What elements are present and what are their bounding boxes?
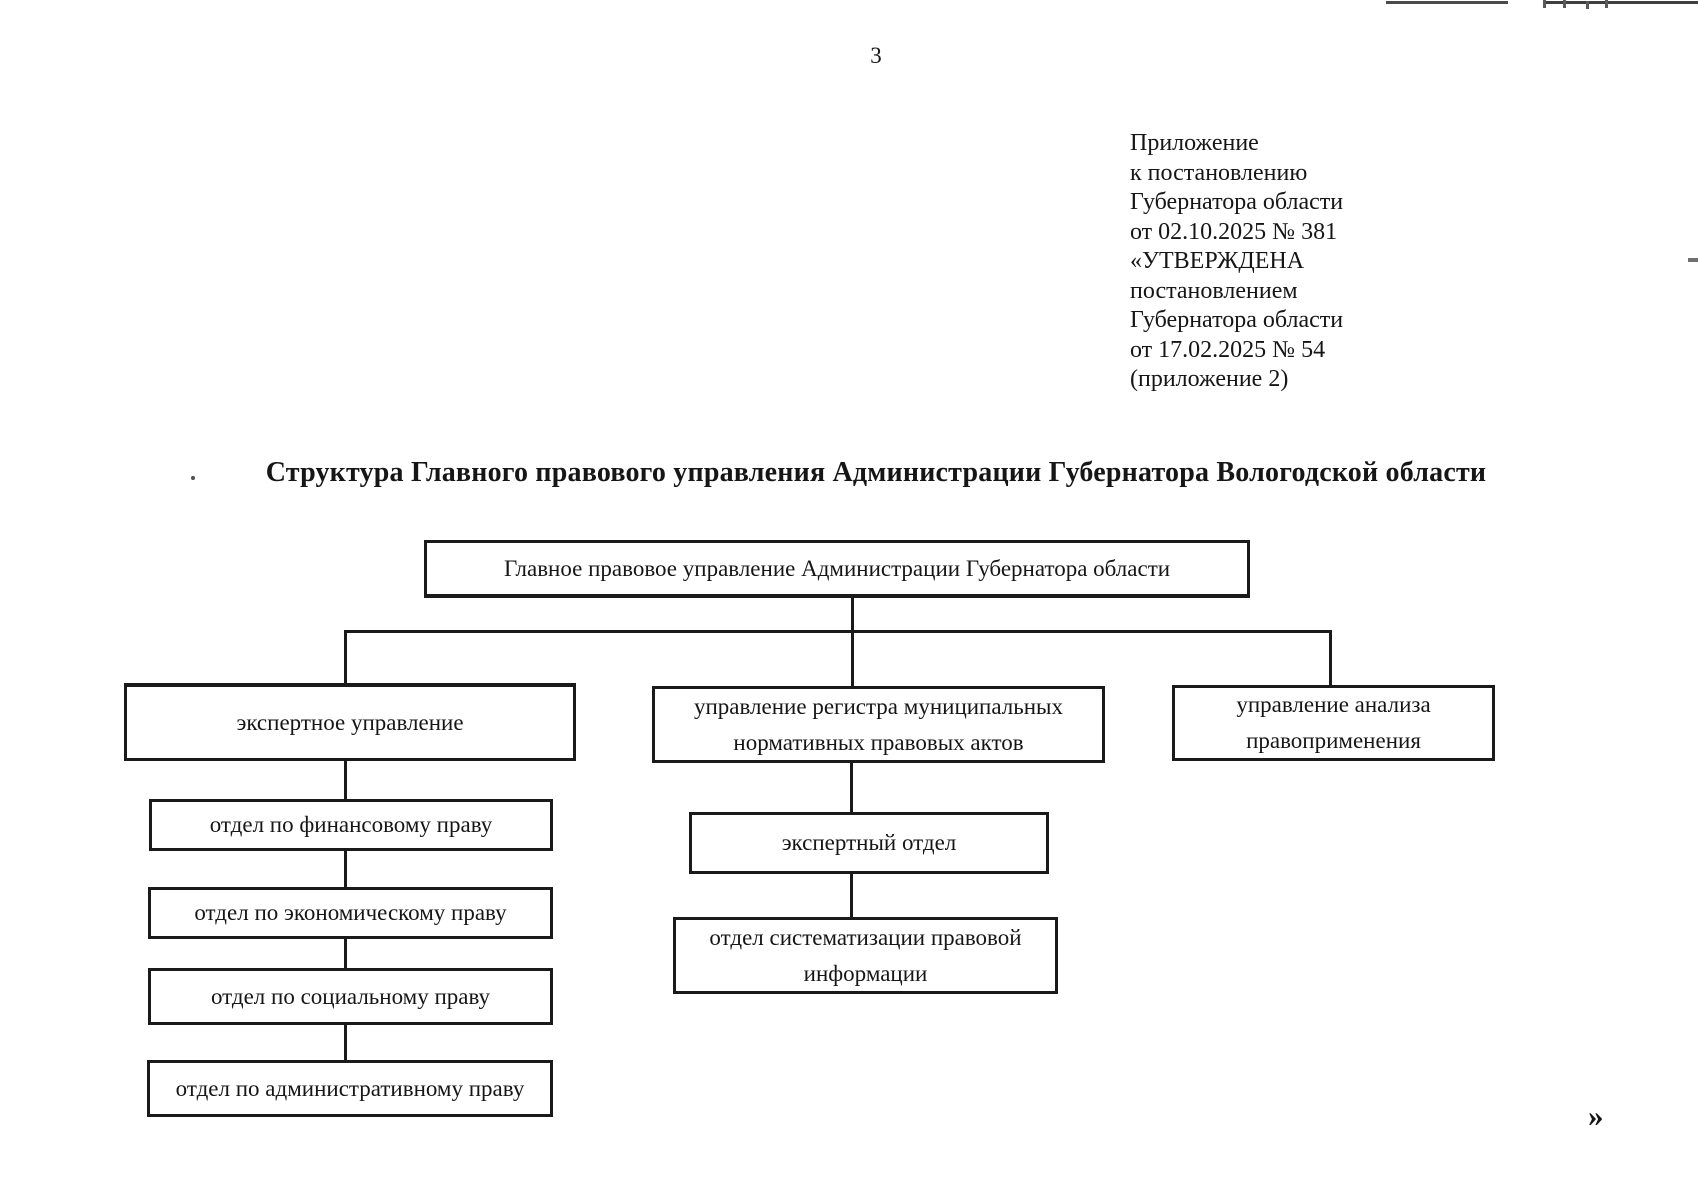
- org-box-systematization-dept: отдел систематизации правовой информации: [673, 917, 1058, 994]
- document-title: Структура Главного правового управления …: [265, 457, 1487, 488]
- org-box-root: Главное правовое управление Администраци…: [424, 540, 1250, 598]
- connector-left-column: [344, 850, 347, 888]
- scan-artifact-tick: [1563, 0, 1566, 8]
- connector-root-stem: [851, 597, 854, 633]
- connector-drop-left: [344, 632, 347, 684]
- scan-artifact-tick: [1543, 0, 1546, 8]
- appendix-header-line: постановлением: [1130, 277, 1298, 304]
- org-box-expert-directorate: экспертное управление: [124, 683, 576, 761]
- appendix-header-line: к постановлению: [1130, 159, 1308, 186]
- appendix-header-line: Губернатора области: [1130, 189, 1344, 215]
- org-box-analysis-directorate: управление анализа правоприменения: [1172, 685, 1495, 761]
- page-number: 3: [870, 43, 882, 68]
- appendix-header-line: от 17.02.2025 № 54: [1130, 336, 1326, 363]
- scan-artifact-line: [1386, 1, 1508, 4]
- org-box-expert-dept: экспертный отдел: [689, 812, 1049, 874]
- connector-left-column: [344, 937, 347, 969]
- closing-quote-mark: »: [1588, 1098, 1604, 1133]
- connector-left-column: [344, 1024, 347, 1061]
- org-box-economic-law-dept: отдел по экономическому праву: [148, 887, 553, 939]
- org-box-financial-law-dept: отдел по финансовому праву: [149, 799, 553, 851]
- scan-artifact-dash: [1688, 258, 1698, 262]
- org-box-social-law-dept: отдел по социальному праву: [148, 968, 553, 1025]
- appendix-header-line: от 02.10.2025 № 381: [1130, 218, 1338, 245]
- scan-artifact-dot: [191, 476, 195, 480]
- appendix-header-line: Губернатора области: [1130, 307, 1344, 333]
- org-box-registry-directorate: управление регистра муниципальных нормат…: [652, 686, 1105, 763]
- appendix-header-block: Приложение к постановлению Губернатора о…: [1130, 129, 1550, 395]
- connector-left-column: [344, 760, 347, 800]
- org-box-administrative-law-dept: отдел по административному праву: [147, 1060, 553, 1117]
- connector-drop-middle: [851, 632, 854, 687]
- connector-mid-column: [850, 761, 853, 813]
- appendix-header-line: «УТВЕРЖДЕНА: [1130, 248, 1305, 274]
- appendix-header-line: Приложение: [1130, 130, 1259, 156]
- connector-branch-bar: [344, 630, 1332, 633]
- scan-artifact-tick: [1586, 1, 1589, 9]
- connector-drop-right: [1329, 632, 1332, 686]
- connector-mid-column: [850, 872, 853, 918]
- appendix-header-line: (приложение 2): [1130, 366, 1289, 392]
- scan-artifact-tick: [1605, 0, 1608, 8]
- scan-artifact-line: [1545, 1, 1698, 4]
